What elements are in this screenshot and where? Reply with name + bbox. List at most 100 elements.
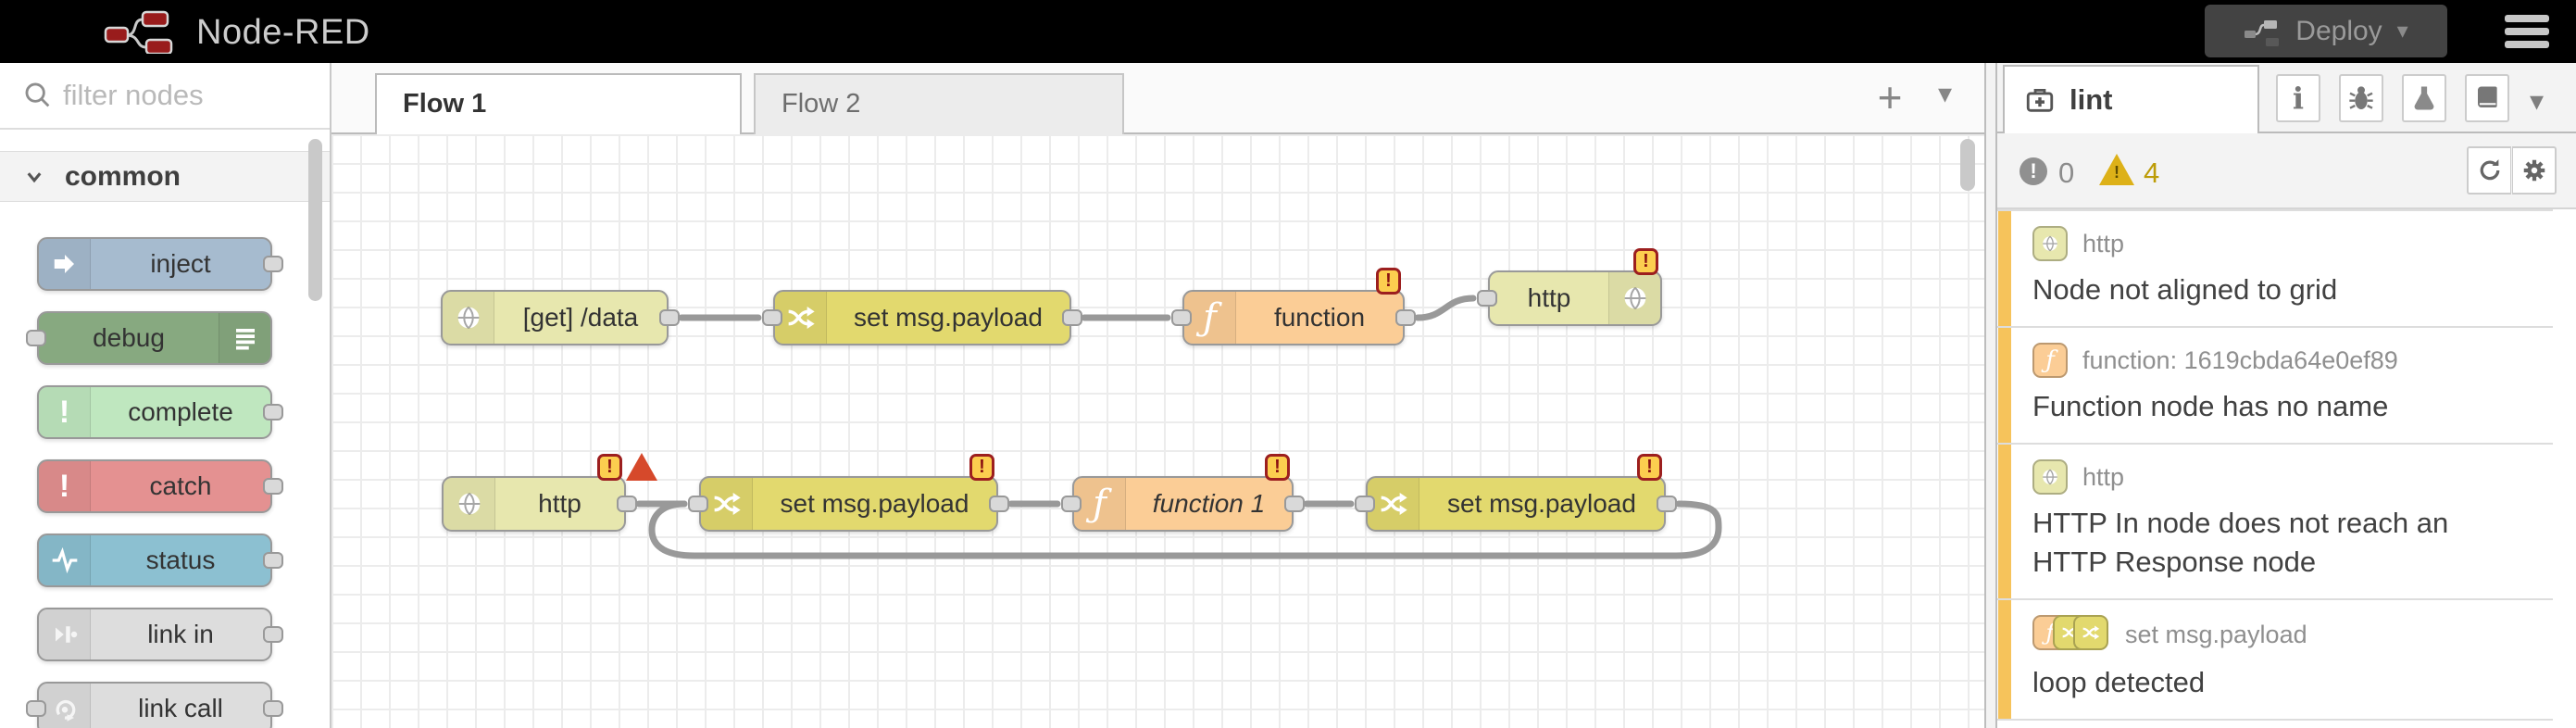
- palette-node-status[interactable]: status: [37, 533, 283, 587]
- help-tab-button[interactable]: [2465, 74, 2509, 122]
- palette-node-label: catch: [149, 471, 212, 500]
- deploy-label: Deploy: [2295, 15, 2382, 46]
- output-port[interactable]: [263, 626, 283, 643]
- http-node-icon: [2032, 226, 2068, 261]
- debug-tab-button[interactable]: [2339, 74, 2383, 122]
- change-node-icon: [2073, 615, 2108, 650]
- node-http-in-get-data[interactable]: [get] /data: [441, 290, 680, 345]
- palette-category-common[interactable]: common: [0, 151, 330, 202]
- input-port[interactable]: [26, 700, 46, 717]
- sidebar-tab-bar: lint i: [1997, 63, 2576, 133]
- output-port[interactable]: [1062, 309, 1082, 326]
- palette-node-label: inject: [150, 249, 211, 278]
- node-change-set-payload-1[interactable]: set msg.payload: [762, 290, 1082, 345]
- error-count: 0: [2058, 157, 2075, 189]
- palette-node-catch[interactable]: ! catch: [37, 459, 283, 513]
- palette-node-link-call[interactable]: link call: [26, 682, 283, 728]
- function-icon: ƒ: [1074, 478, 1126, 530]
- canvas-scrollbar[interactable]: [1960, 139, 1975, 191]
- palette-node-label: debug: [93, 323, 165, 352]
- input-port[interactable]: [762, 309, 782, 326]
- hamburger-icon: [2505, 15, 2549, 22]
- issue-message: HTTP In node does not reach an HTTP Resp…: [2032, 507, 2449, 578]
- add-flow-button[interactable]: +: [1877, 73, 1903, 121]
- flask-icon: [2414, 86, 2434, 110]
- tab-flow-2[interactable]: Flow 2: [754, 73, 1124, 134]
- lint-item[interactable]: http Node not aligned to grid: [1997, 209, 2553, 328]
- link-in-icon: [39, 609, 91, 659]
- config-nodes-tab-button[interactable]: [2402, 74, 2446, 122]
- wire[interactable]: [1414, 295, 1477, 321]
- output-port[interactable]: [659, 309, 680, 326]
- input-port[interactable]: [1477, 290, 1497, 307]
- node-http-response[interactable]: http !: [1477, 248, 1662, 326]
- lint-item[interactable]: http HTTP In node does not reach an HTTP…: [1997, 445, 2553, 600]
- palette-node-label: link call: [138, 694, 223, 722]
- main-menu-button[interactable]: [2505, 15, 2549, 48]
- search-input[interactable]: [63, 79, 313, 112]
- warning-badge: !: [1376, 268, 1401, 295]
- node-label: http: [538, 489, 581, 518]
- input-port[interactable]: [688, 496, 708, 512]
- flow-canvas[interactable]: [get] /data set msg.payload ƒ function !: [331, 134, 1984, 728]
- node-label: set msg.payload: [854, 303, 1043, 332]
- input-port[interactable]: [1355, 496, 1375, 512]
- palette-node-label: link in: [147, 620, 214, 648]
- settings-button[interactable]: [2512, 146, 2557, 195]
- warning-badge: !: [1633, 248, 1658, 275]
- input-port[interactable]: [1171, 309, 1192, 326]
- output-port[interactable]: [1284, 496, 1305, 512]
- info-tab-button[interactable]: i: [2276, 74, 2320, 122]
- palette-scrollbar[interactable]: [308, 139, 322, 301]
- output-port[interactable]: [263, 404, 283, 420]
- node-label: set msg.payload: [1447, 489, 1636, 518]
- palette-node-link-in[interactable]: link in: [37, 608, 283, 661]
- bug-icon: [2349, 86, 2373, 109]
- node-label: set msg.payload: [780, 489, 969, 518]
- node-function[interactable]: ƒ function !: [1171, 268, 1416, 345]
- globe-icon: [1608, 272, 1660, 324]
- output-port[interactable]: [263, 478, 283, 495]
- issue-node-name: http: [2082, 462, 2125, 491]
- node-http-in-2[interactable]: http !: [442, 453, 657, 532]
- output-port[interactable]: [263, 552, 283, 569]
- warning-stripe: [1998, 328, 2011, 443]
- output-port[interactable]: [1657, 496, 1677, 512]
- globe-icon: [443, 292, 494, 344]
- output-port[interactable]: [1395, 309, 1416, 326]
- palette-node-complete[interactable]: ! complete: [37, 385, 283, 439]
- palette-node-inject[interactable]: inject: [37, 237, 283, 291]
- output-port[interactable]: [617, 496, 637, 512]
- sidebar-caret-icon[interactable]: ▾: [2530, 86, 2545, 117]
- link-call-icon: [39, 684, 91, 728]
- output-port[interactable]: [989, 496, 1009, 512]
- node-change-set-payload-2[interactable]: set msg.payload !: [688, 454, 1009, 532]
- deploy-button[interactable]: Deploy ▾: [2205, 5, 2447, 57]
- shuffle-icon: [701, 478, 753, 530]
- node-change-set-payload-3[interactable]: set msg.payload !: [1355, 454, 1677, 532]
- node-label: http: [1527, 283, 1571, 312]
- issue-node-name: function: 1619cbda64e0ef89: [2082, 345, 2398, 374]
- palette-node-debug[interactable]: debug: [26, 311, 272, 365]
- flow-list-caret-icon[interactable]: ▾: [1938, 79, 1953, 109]
- warning-badge: !: [969, 454, 994, 481]
- lint-item[interactable]: ƒ set msg.payload loop detected: [1997, 600, 2553, 721]
- lint-toolbar: ! 0 ! 4: [1997, 133, 2576, 209]
- palette-node-label: complete: [128, 397, 233, 426]
- output-port[interactable]: [263, 700, 283, 717]
- lint-item[interactable]: ƒ function: 1619cbda64e0ef89 Function no…: [1997, 328, 2553, 445]
- refresh-button[interactable]: [2467, 146, 2511, 195]
- input-port[interactable]: [1061, 496, 1082, 512]
- node-red-logo-icon: [104, 10, 173, 54]
- right-sidebar: lint i: [1997, 63, 2576, 728]
- palette-search[interactable]: [0, 63, 330, 130]
- output-port[interactable]: [263, 256, 283, 272]
- tab-flow-1[interactable]: Flow 1: [375, 73, 742, 134]
- node-function-1[interactable]: ƒ function 1 !: [1061, 454, 1305, 532]
- tab-lint[interactable]: lint: [2003, 65, 2259, 133]
- deploy-caret-icon[interactable]: ▾: [2396, 19, 2408, 44]
- input-port[interactable]: [26, 330, 46, 346]
- sidebar-resize-handle[interactable]: [1984, 63, 1997, 728]
- deploy-icon: [2245, 19, 2280, 46]
